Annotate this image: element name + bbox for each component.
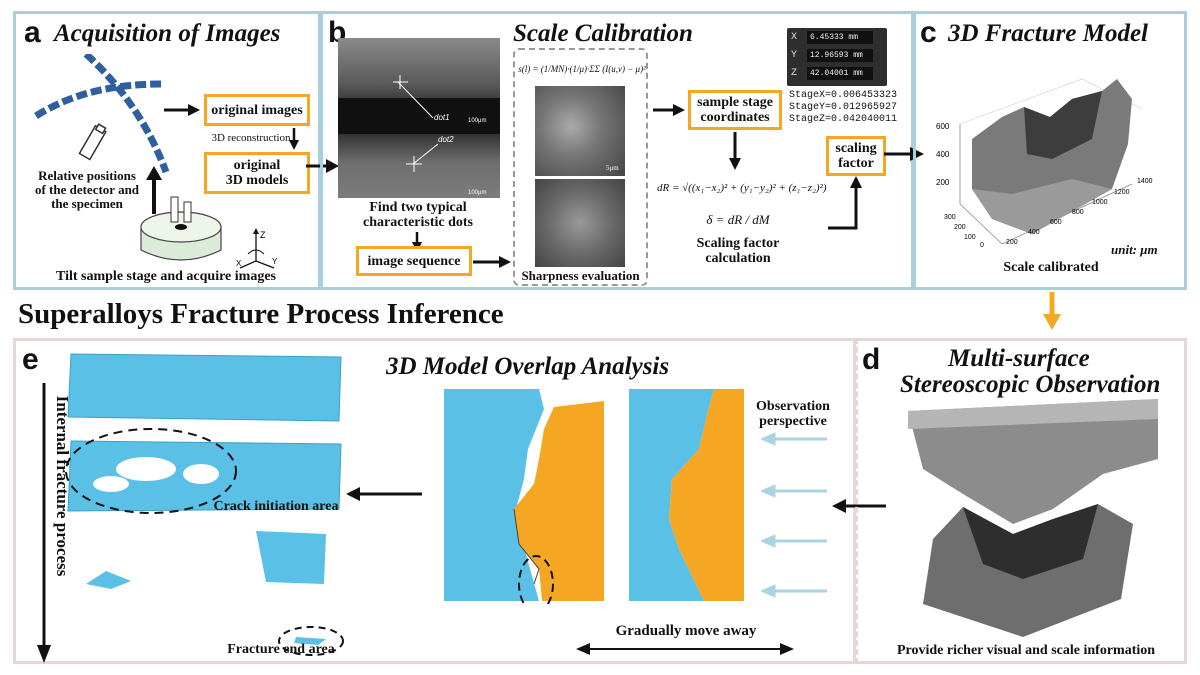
arrow-to-stage-coordinates (653, 104, 685, 116)
x-tick-1200: 1200 (1114, 189, 1130, 196)
arrow-overlap-to-slices (346, 487, 422, 501)
stage-y-label: Y (791, 50, 798, 61)
arrow-to-sharpness (473, 256, 511, 268)
fracture-end-label: Fracture end area (227, 642, 335, 657)
panel-c-letter: c (920, 16, 937, 49)
x-tick-400: 400 (1028, 229, 1040, 236)
find-dots-caption: Find two typical characteristic dots (362, 200, 474, 230)
arrow-stage-to-detector (146, 166, 162, 214)
panel-c: c 3D Fracture Model 600 400 200 300 200 … (913, 11, 1187, 290)
sharpness-image-1 (535, 86, 625, 176)
formula-distance: dR = √((x₁−x₂)² + (y₁−y₂)² + (z₁−z₂)²) (657, 182, 827, 194)
crack-initiation-label: Crack initiation area (213, 499, 339, 514)
panel-a: a Acquisition of Images Relative positio… (13, 11, 321, 290)
move-away-arrow (576, 643, 794, 655)
box-original-images: original images (204, 94, 310, 126)
scalebar-5um: 5μm (606, 164, 619, 172)
observation-label: Observation perspective (756, 399, 830, 429)
arrow-reconstruction (289, 128, 299, 150)
x-tick-200: 200 (1006, 239, 1018, 246)
scalebar-label-2: 100μm (468, 190, 486, 196)
middle-title: Superalloys Fracture Process Inference (18, 298, 504, 330)
y-tick-200: 200 (954, 224, 966, 231)
sample-stage-illustration (140, 196, 222, 261)
x-tick-1000: 1000 (1092, 199, 1108, 206)
panel-d-title-line1: Multi-surface (948, 345, 1090, 372)
stereoscopic-model (908, 399, 1158, 637)
box-scaling-factor: scaling factor (826, 136, 886, 176)
y-tick-100: 100 (964, 234, 976, 241)
panel-c-title: 3D Fracture Model (948, 20, 1148, 47)
stage-z-label: Z (791, 68, 798, 79)
panel-a-bottom-caption: Tilt sample stage and acquire images (56, 269, 276, 284)
panel-a-title: Acquisition of Images (54, 20, 281, 47)
sharpness-dashed-box (513, 48, 648, 286)
move-away-label: Gradually move away (615, 623, 757, 639)
box-original-3d-models: original 3D models (204, 152, 310, 194)
panel-c-caption: Scale calibrated (1003, 260, 1099, 275)
arrow-c-to-d (1043, 292, 1061, 330)
stage-x-field: 6.45333 mm (807, 31, 873, 44)
arrow-a-to-b (306, 159, 339, 173)
y-tick-0: 0 (980, 242, 984, 249)
internal-fracture-arrow (37, 383, 51, 663)
reconstruction-label: 3D reconstruction (211, 132, 291, 144)
dot2-label: dot2 (438, 135, 454, 144)
panel-e: e Internal fracture process Crack initia… (13, 338, 856, 664)
z-tick-600: 600 (936, 122, 950, 131)
x-tick-800: 800 (1072, 209, 1084, 216)
arrow-coords-down (729, 132, 741, 170)
x-tick-1400: 1400 (1137, 178, 1153, 185)
stage-y-field: 12.96593 mm (807, 49, 873, 62)
xyz-axis-icon: Z X Y (236, 228, 278, 269)
arrow-to-original-images (164, 104, 200, 116)
box-sample-stage-coordinates: sample stage coordinates (688, 90, 782, 130)
observation-arrows (761, 432, 827, 598)
detector-icon (78, 123, 107, 161)
overlap-title: 3D Model Overlap Analysis (386, 353, 670, 380)
scaling-calc-caption: Scaling factor calculation (696, 236, 780, 266)
panel-a-letter: a (24, 16, 41, 49)
panel-e-letter: e (22, 343, 39, 376)
y-tick-300: 300 (944, 214, 956, 221)
panel-d-letter: d (862, 343, 881, 376)
x-tick-600: 600 (1050, 219, 1062, 226)
panel-d-title-line2: Stereoscopic Observation (900, 371, 1161, 398)
z-tick-400: 400 (936, 150, 950, 159)
detector-caption: Relative positions of the detector and t… (34, 168, 140, 211)
formula-delta: δ = dR / dM (706, 212, 770, 227)
slice-layers (65, 353, 344, 656)
panel-d-caption: Provide richer visual and scale informat… (896, 643, 1156, 658)
stage-z-field: 42.04001 mm (807, 67, 873, 80)
arrow-d-to-e (832, 499, 886, 513)
arrow-to-scaling-factor (828, 176, 862, 230)
scalebar-label-1: 100μm (468, 118, 486, 124)
sharpness-image-2 (535, 179, 625, 267)
z-tick-200: 200 (936, 178, 950, 187)
sem-image-bottom (338, 134, 500, 198)
axis-y-label: Y (272, 257, 278, 266)
panel-d: d Multi-surface Stereoscopic Observation… (855, 338, 1187, 664)
box-image-sequence: image sequence (356, 246, 472, 276)
sharpness-caption: Sharpness evaluation (521, 268, 640, 283)
axis-z-label: Z (260, 230, 266, 240)
stage-x-label: X (791, 32, 798, 43)
fracture-3d-plot: 600 400 200 300 200 100 0 200 400 600 80… (936, 78, 1153, 249)
overlap-models (444, 389, 744, 604)
panel-b-title: Scale Calibration (513, 20, 693, 47)
stage-readout-panel: X 6.45333 mm Y 12.96593 mm Z 42.04001 mm (787, 28, 887, 86)
dot1-label: dot1 (434, 113, 450, 122)
detector-arcs-illustration (34, 54, 170, 174)
axis-x-label: X (236, 259, 242, 268)
stage-readout-text: StageX=0.006453323 StageY=0.012965927 St… (789, 90, 898, 125)
formula-sharpness: s(l) = (1/MN)·(1/μ)·ΣΣ (I(u,v) − μ)² (518, 64, 646, 74)
panel-b: b Scale Calibration dot1 dot2 100μm 100μ… (320, 11, 914, 290)
dot-markers: dot1 dot2 100μm 100μm (393, 75, 486, 196)
unit-label: unit: μm (1111, 242, 1158, 257)
